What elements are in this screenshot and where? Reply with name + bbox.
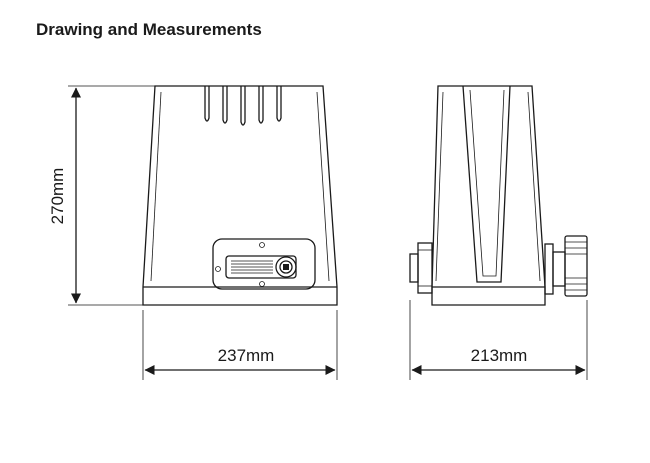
- vent-ribs: [204, 86, 282, 126]
- depth-dimension-label: 213mm: [471, 346, 528, 365]
- front-view: 270mm 237mm: [48, 85, 338, 380]
- side-housing-outline: [431, 85, 546, 306]
- front-housing-outline: [142, 85, 338, 306]
- height-dimension-label: 270mm: [48, 168, 67, 225]
- side-view: 213mm: [409, 85, 588, 380]
- width-dimension-label: 237mm: [218, 346, 275, 365]
- page-title: Drawing and Measurements: [36, 20, 262, 39]
- release-lock-panel: [212, 238, 316, 290]
- pinion-gear: [544, 235, 588, 297]
- side-rib-channel: [462, 85, 511, 283]
- side-motor-cover: [409, 242, 433, 294]
